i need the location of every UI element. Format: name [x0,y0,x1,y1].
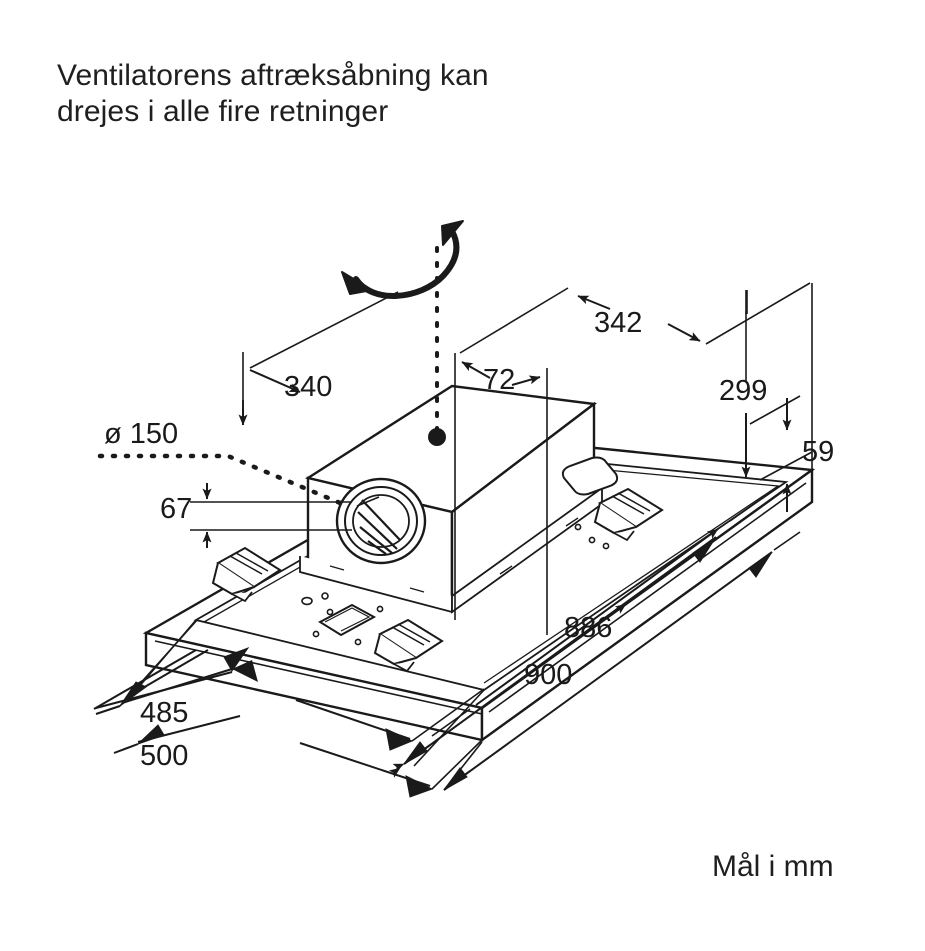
dim-label-height-panel: 59 [802,436,834,468]
panel-holes-right [574,523,610,550]
dim-height-total [741,290,751,478]
mounting-bracket-right [593,487,664,542]
dim-label-height-total: 299 [719,375,767,407]
dim-label-width-total: 500 [140,740,188,772]
title-line-1: Ventilatorens aftræksåbning kan [57,59,489,92]
dim-label-diameter-outlet: ø 150 [104,418,178,450]
mounting-bracket-left [211,546,282,603]
dimension-labels: ø 150 340 72 342 299 59 67 886 900 485 5… [104,307,834,772]
dim-height-outlet-centre [190,483,352,548]
dim-label-depth-top-right: 342 [594,307,642,339]
dim-depth-top-right [459,282,811,354]
rotation-arrow [341,220,464,299]
dim-label-height-outlet-centre: 67 [160,493,192,525]
dim-label-depth-top-left: 340 [284,371,332,403]
dim-label-width-inner: 485 [140,697,188,729]
title-line-2: drejes i alle fire retninger [57,95,389,128]
right-edge-extensions [745,283,813,470]
dim-label-length-inner: 886 [564,612,612,644]
control-plate [317,603,377,637]
dim-label-length-total: 900 [524,659,572,691]
dim-depth-top-left [238,291,399,426]
filter-recess [561,456,619,496]
dim-length-arrowheads [403,536,773,791]
dim-offset-centre [454,353,548,635]
panel-holes [301,592,384,646]
dim-width-chain [119,618,485,798]
dim-diameter-outlet-leader [97,453,348,508]
dim-height-panel [749,395,813,512]
exhaust-outlet-ring [335,477,427,565]
page-title: Ventilatorens aftræksåbning kan drejes i… [57,58,697,130]
dim-length-inner [388,500,759,778]
dim-label-offset-centre: 72 [483,364,515,396]
dim-width-tails [95,705,139,754]
unit-note: Mål i mm [712,850,834,883]
